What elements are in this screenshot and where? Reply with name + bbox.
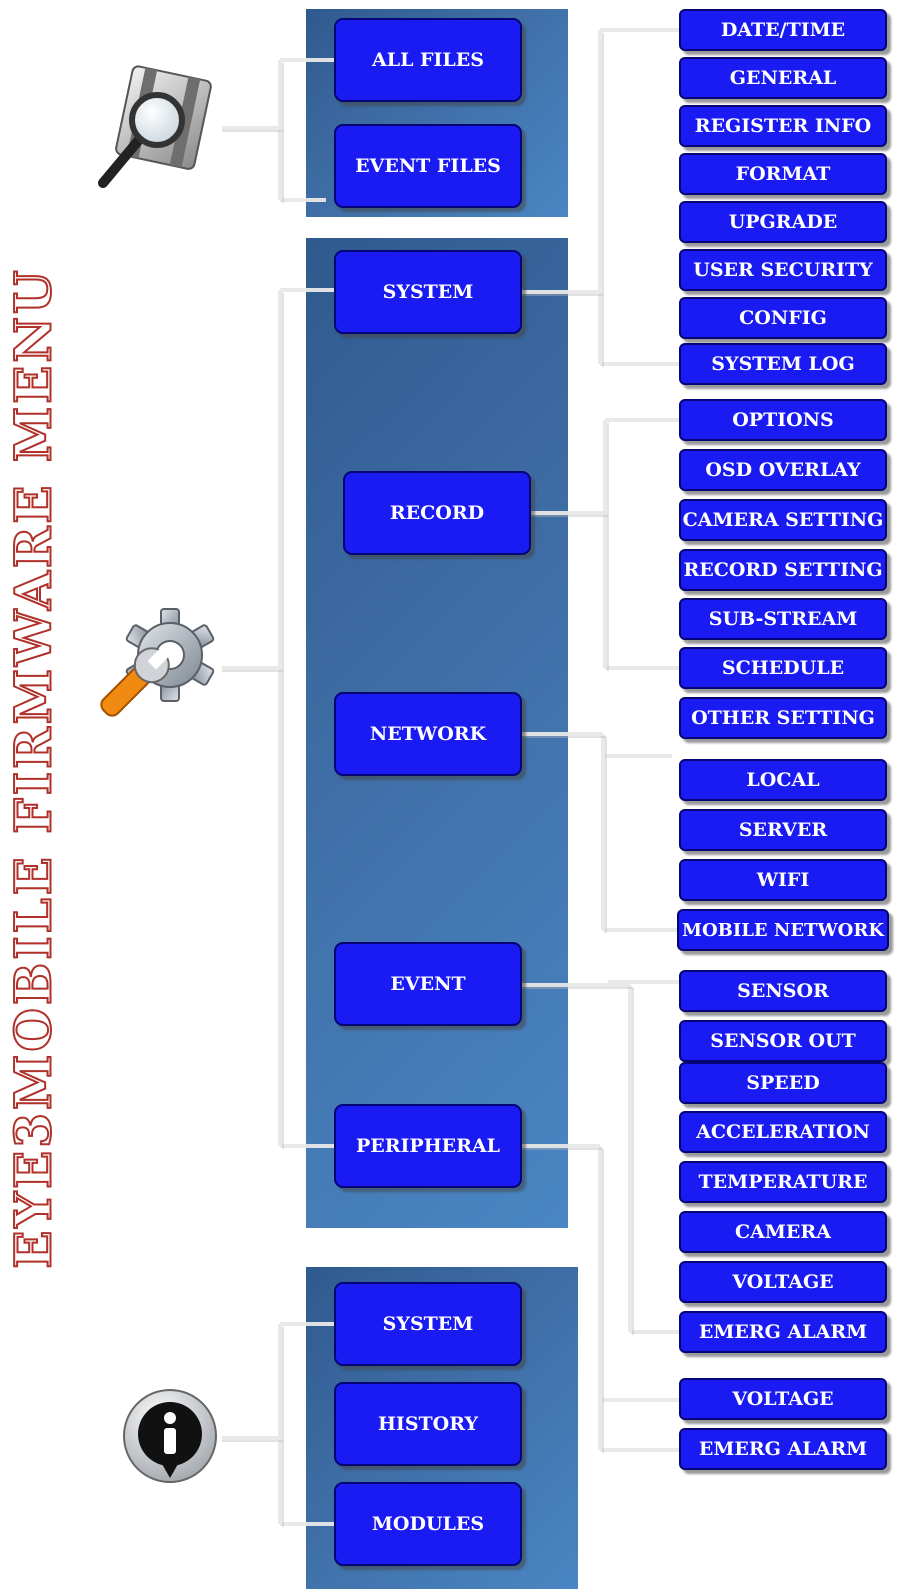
sensor-button[interactable]: SENSOR — [679, 970, 887, 1012]
temperature-button[interactable]: TEMPERATURE — [679, 1161, 887, 1203]
sensor-out-button[interactable]: SENSOR OUT — [679, 1020, 887, 1062]
event-files-button[interactable]: EVENT FILES — [334, 124, 522, 208]
all-files-button[interactable]: ALL FILES — [334, 18, 522, 102]
history-button[interactable]: HISTORY — [334, 1382, 522, 1466]
record-button[interactable]: RECORD — [343, 471, 531, 555]
gear-wrench-icon — [100, 608, 215, 717]
schedule-button[interactable]: SCHEDULE — [679, 647, 887, 689]
format-button[interactable]: FORMAT — [679, 153, 887, 195]
config-button[interactable]: CONFIG — [679, 297, 887, 339]
camera-setting-button[interactable]: CAMERA SETTING — [679, 499, 887, 541]
peripheral-voltage-button[interactable]: VOLTAGE — [679, 1378, 887, 1420]
server-button[interactable]: SERVER — [679, 809, 887, 851]
date-time-button[interactable]: DATE/TIME — [679, 9, 887, 51]
osd-overlay-button[interactable]: OSD OVERLAY — [679, 449, 887, 491]
system-info-button[interactable]: SYSTEM — [334, 1282, 522, 1366]
wifi-button[interactable]: WIFI — [679, 859, 887, 901]
options-button[interactable]: OPTIONS — [679, 399, 887, 441]
other-setting-button[interactable]: OTHER SETTING — [679, 697, 887, 739]
modules-button[interactable]: MODULES — [334, 1482, 522, 1566]
acceleration-button[interactable]: ACCELERATION — [679, 1111, 887, 1153]
info-icon — [123, 1389, 217, 1483]
event-emerg-alarm-button[interactable]: EMERG ALARM — [679, 1311, 887, 1353]
record-setting-button[interactable]: RECORD SETTING — [679, 549, 887, 591]
user-security-button[interactable]: USER SECURITY — [679, 249, 887, 291]
system-log-button[interactable]: SYSTEM LOG — [679, 343, 887, 385]
camera-button[interactable]: CAMERA — [679, 1211, 887, 1253]
local-button[interactable]: LOCAL — [679, 759, 887, 801]
sub-stream-button[interactable]: SUB-STREAM — [679, 598, 887, 640]
general-button[interactable]: GENERAL — [679, 57, 887, 99]
event-button[interactable]: EVENT — [334, 942, 522, 1026]
upgrade-button[interactable]: UPGRADE — [679, 201, 887, 243]
mobile-network-button[interactable]: MOBILE NETWORK — [677, 909, 889, 951]
search-folder-icon — [98, 65, 212, 188]
peripheral-button[interactable]: PERIPHERAL — [334, 1104, 522, 1188]
system-setup-button[interactable]: SYSTEM — [334, 250, 522, 334]
event-voltage-button[interactable]: VOLTAGE — [679, 1261, 887, 1303]
network-button[interactable]: NETWORK — [334, 692, 522, 776]
speed-button[interactable]: SPEED — [679, 1062, 887, 1104]
peripheral-emerg-alarm-button[interactable]: EMERG ALARM — [679, 1428, 887, 1470]
register-info-button[interactable]: REGISTER INFO — [679, 105, 887, 147]
